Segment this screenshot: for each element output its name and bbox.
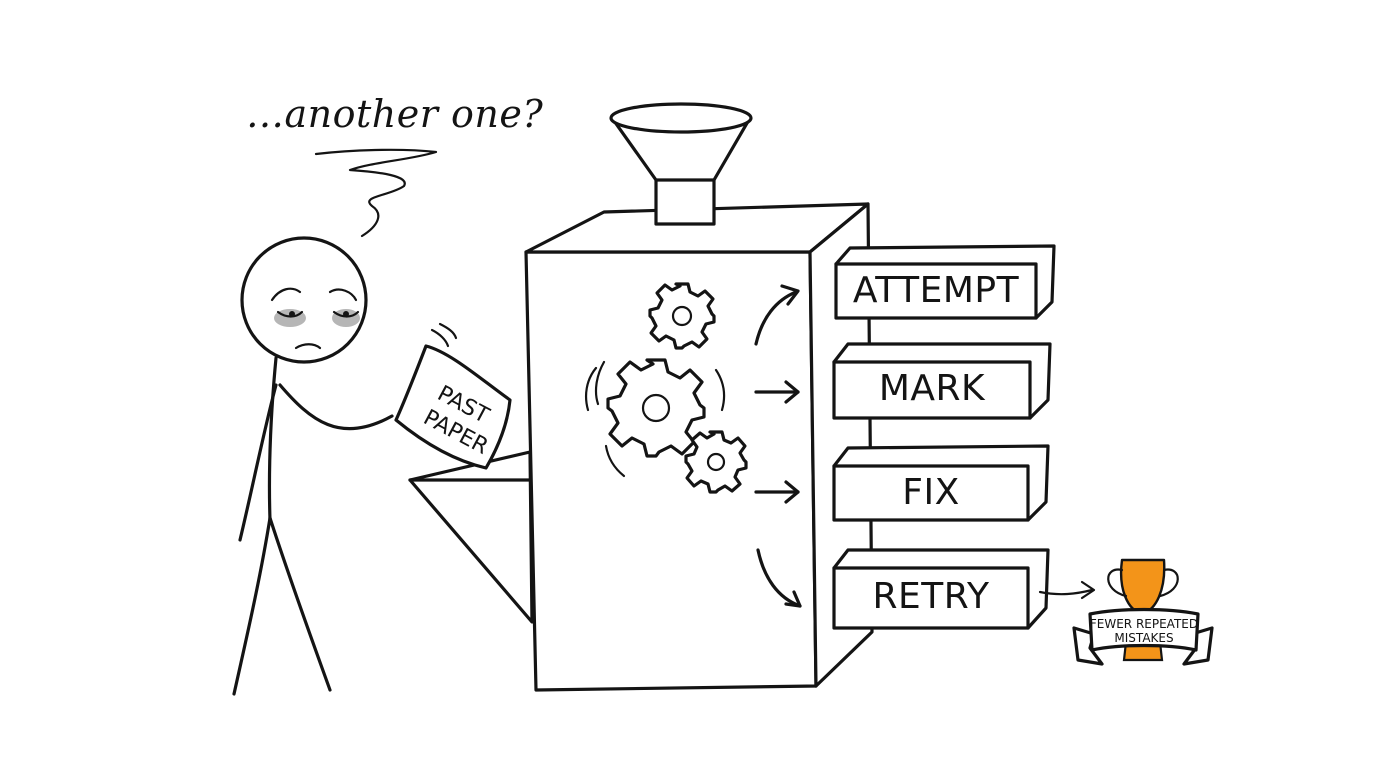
medium-gear-icon [684, 430, 748, 494]
trophy-banner: FEWER REPEATED MISTAKES [1072, 607, 1214, 666]
arrow-to-trophy [1038, 580, 1096, 600]
past-paper-sheet: PAST PAPER [394, 344, 512, 470]
figure-torso [267, 356, 278, 522]
arrow-to-attempt [754, 290, 798, 346]
right-arm [278, 383, 394, 431]
machine-body [524, 202, 874, 692]
step-box-attempt [834, 244, 1056, 320]
right-eyebrow [328, 288, 358, 302]
step-label-fix: FIX [902, 472, 960, 513]
large-gear-icon [606, 358, 706, 458]
thought-squiggle [314, 148, 438, 238]
step-label-attempt: ATTEMPT [852, 270, 1020, 311]
step-label-mark: MARK [878, 368, 986, 409]
funnel-neck [654, 176, 716, 226]
left-pupil [289, 311, 295, 317]
step-box-fix [832, 444, 1050, 522]
left-eyebrow [270, 287, 302, 302]
arrow-to-retry [756, 548, 802, 608]
stick-figure [232, 236, 394, 696]
banner-line2: MISTAKES [1114, 631, 1173, 645]
paper-motion-marks [430, 322, 458, 348]
step-label-retry: RETRY [872, 576, 990, 617]
funnel-rim [609, 102, 753, 134]
thought-text: …another one? [246, 92, 544, 136]
figure-head [240, 236, 368, 364]
machine-funnel [609, 102, 753, 226]
small-gear-icon [648, 282, 716, 350]
right-pupil [343, 311, 349, 317]
right-eye-shadow [332, 309, 360, 327]
left-arm [238, 383, 278, 542]
frown-mouth [294, 343, 322, 350]
step-arrows [754, 284, 802, 608]
banner-line1: FEWER REPEATED [1090, 617, 1198, 631]
gear-cluster [585, 282, 748, 494]
machine-hopper [408, 450, 534, 624]
left-leg [232, 516, 272, 696]
step-box-mark [832, 342, 1052, 420]
right-leg [268, 516, 332, 692]
step-box-retry [832, 548, 1050, 630]
